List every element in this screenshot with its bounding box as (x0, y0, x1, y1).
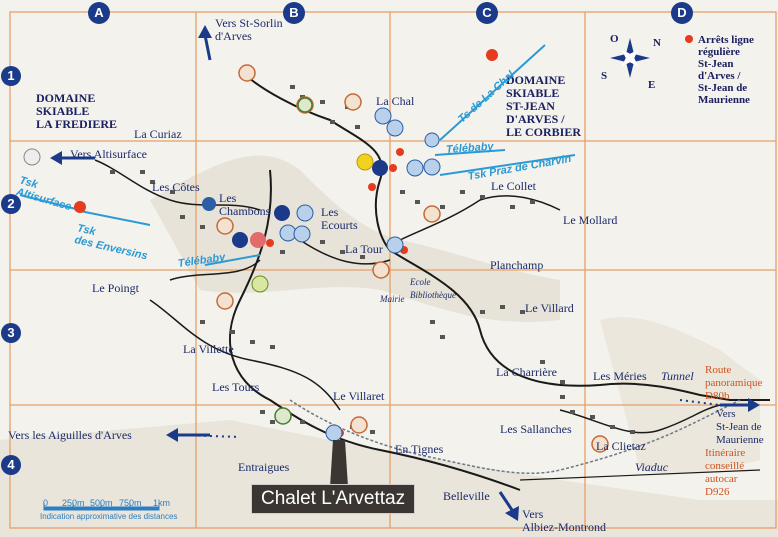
compass-e: E (648, 79, 656, 91)
chalet-badge[interactable]: Chalet L'Arvettaz (251, 484, 416, 514)
le-villaret-label: Le Villaret (333, 389, 385, 403)
grid-row-4: 4 (1, 455, 21, 475)
compass-icon (610, 38, 650, 78)
vers-aiguilles-label: Vers les Aiguilles d'Arves (8, 428, 132, 442)
grid-column-d: D (671, 2, 693, 24)
les-cotes-label: Les Côtes (152, 180, 200, 194)
compass-n: N (653, 37, 661, 49)
la-charriere-label: La Charrière (496, 365, 557, 379)
grid-row-1: 1 (1, 66, 21, 86)
tunnel-label: Tunnel (661, 369, 694, 383)
le-poingt-label: Le Poingt (92, 281, 139, 295)
le-villard-label: Le Villard (525, 301, 574, 315)
compass-o: O (610, 33, 619, 45)
la-tour-label: La Tour (345, 242, 383, 256)
la-chal-label: La Chal (376, 94, 415, 108)
grid-column-b: B (283, 2, 305, 24)
bus-stop-icon (685, 35, 693, 43)
entraigues-label: Entraigues (238, 460, 290, 474)
compass-s: S (601, 70, 608, 82)
les-sallanches-label: Les Sallanches (500, 422, 572, 436)
en-tignes-label: En Tignes (395, 442, 444, 456)
grid-column-c: C (476, 2, 498, 24)
les-meries-label: Les Méries (593, 369, 647, 383)
mairie-label: Mairie (380, 294, 405, 304)
scale-bar (43, 503, 160, 511)
viaduc-label: Viaduc (635, 460, 669, 474)
planchamp-label: Planchamp (490, 258, 544, 272)
vers-altisurface-label: Vers Altisurface (70, 147, 147, 161)
ski-lifts (19, 44, 576, 266)
grid-lines (9, 11, 777, 529)
grid-column-a: A (88, 2, 110, 24)
les-tours-label: Les Tours (212, 380, 260, 394)
le-collet-label: Le Collet (491, 179, 536, 193)
la-curiaz-label: La Curiaz (134, 127, 182, 141)
grid-row-2: 2 (1, 194, 21, 214)
service-icons (74, 49, 498, 442)
la-clietaz-label: La Clietaz (596, 439, 646, 453)
direction-arrows (50, 25, 760, 521)
belleville-label: Belleville (443, 489, 490, 503)
grid-row-3: 3 (1, 323, 21, 343)
le-mollard-label: Le Mollard (563, 213, 618, 227)
la-villette-label: La Villette (183, 342, 234, 356)
